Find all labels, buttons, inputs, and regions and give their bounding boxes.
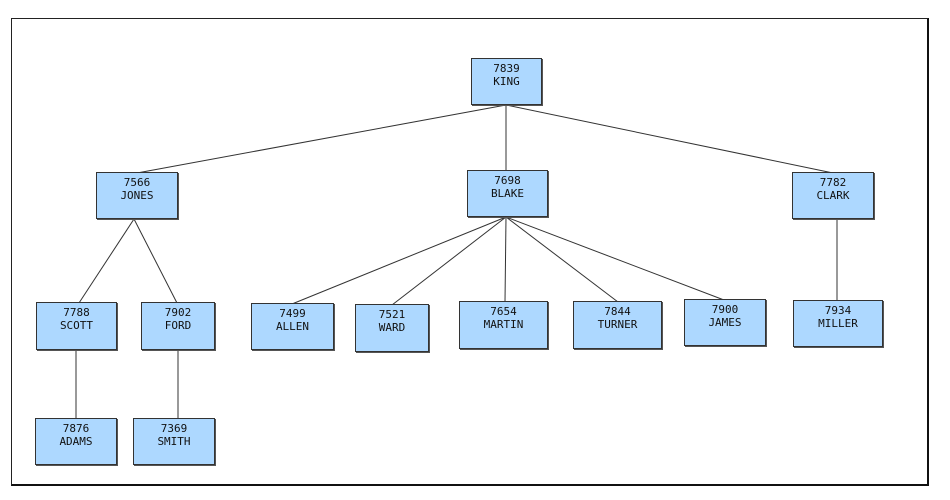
edge-king-clark	[505, 104, 834, 174]
node-name: JAMES	[708, 316, 742, 329]
edge-blake-james	[505, 216, 725, 301]
node-name: JONES	[120, 189, 154, 202]
node-name: KING	[493, 75, 520, 88]
node-ward: 7521 WARD	[355, 304, 429, 352]
node-miller: 7934 MILLER	[793, 300, 883, 347]
node-id: 7566	[123, 176, 151, 189]
edge-blake-ward	[391, 216, 507, 306]
node-name: FORD	[164, 319, 192, 332]
node-name: MILLER	[818, 317, 858, 330]
node-ford: 7902 FORD	[141, 302, 215, 350]
node-name: SMITH	[157, 435, 191, 448]
node-id: 7902	[164, 306, 192, 319]
node-id: 7876	[62, 422, 90, 435]
node-martin: 7654 MARTIN	[459, 301, 548, 349]
node-name: TURNER	[597, 318, 638, 331]
node-id: 7698	[494, 174, 521, 187]
node-id: 7499	[279, 307, 306, 320]
node-id: 7788	[63, 306, 90, 319]
node-name: WARD	[378, 321, 406, 334]
node-name: CLARK	[816, 189, 850, 202]
node-clark: 7782 CLARK	[792, 172, 874, 219]
node-id: 7782	[819, 176, 847, 189]
node-name: ADAMS	[59, 435, 93, 448]
node-jones: 7566 JONES	[96, 172, 178, 219]
edge-jones-ford	[133, 218, 178, 304]
node-name: SCOTT	[59, 319, 94, 332]
node-id: 7839	[493, 62, 520, 75]
node-adams: 7876 ADAMS	[35, 418, 117, 465]
node-id: 7654	[490, 305, 517, 318]
node-smith: 7369 SMITH	[133, 418, 215, 465]
node-name: BLAKE	[490, 187, 525, 200]
edge-blake-turner	[505, 216, 619, 303]
edge-blake-martin	[504, 216, 507, 303]
node-james: 7900 JAMES	[684, 299, 766, 346]
node-id: 7934	[824, 304, 852, 317]
node-id: 7844	[604, 305, 631, 318]
node-name: MARTIN	[483, 318, 524, 331]
node-id: 7521	[378, 308, 406, 321]
node-turner: 7844 TURNER	[573, 301, 662, 349]
edge-jones-scott	[78, 218, 135, 304]
node-scott: 7788 SCOTT	[36, 302, 117, 350]
node-id: 7369	[160, 422, 188, 435]
node-id: 7900	[711, 303, 739, 316]
node-king: 7839 KING	[471, 58, 542, 105]
node-name: ALLEN	[275, 320, 310, 333]
node-allen: 7499 ALLEN	[251, 303, 334, 350]
edge-king-jones	[136, 104, 507, 174]
diagram-frame	[11, 18, 929, 486]
node-blake: 7698 BLAKE	[467, 170, 548, 217]
edge-blake-allen	[291, 216, 507, 305]
